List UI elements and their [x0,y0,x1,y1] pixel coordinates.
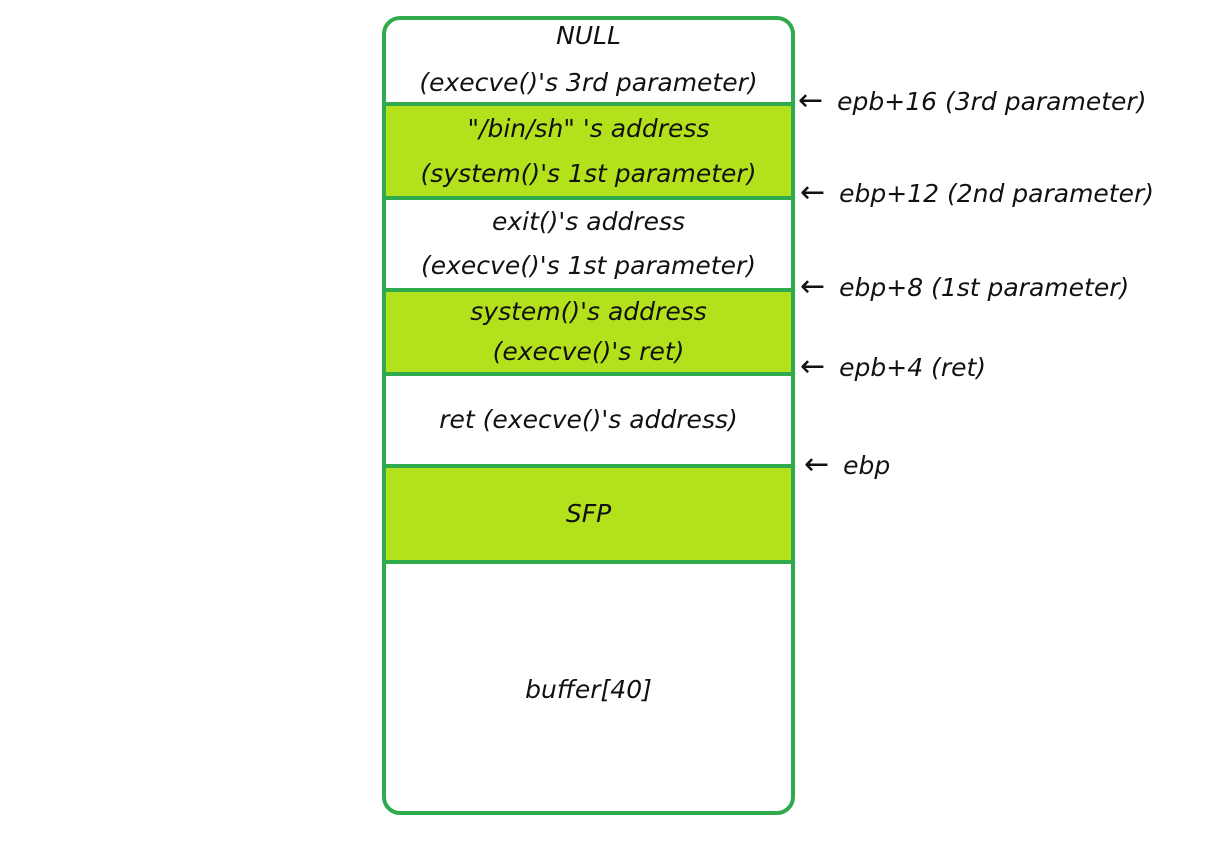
cell-text: NULL [556,21,621,50]
pointer-label: epb+16 (3rd parameter) [837,86,1147,116]
stack-cell-null: NULL (execve()'s 3rd parameter) [386,20,791,106]
cell-text: (execve()'s ret) [492,337,685,367]
stack-frame: NULL (execve()'s 3rd parameter) "/bin/sh… [382,16,795,815]
stack-cell-buffer: buffer[40] [386,564,791,811]
stack-cell-sfp: SFP [386,468,791,564]
pointer-ebp-12: ← ebp+12 (2nd parameter) [800,178,1154,208]
cell-text: (system()'s 1st parameter) [420,158,757,188]
pointer-ebp-8: ← ebp+8 (1st parameter) [800,272,1129,302]
pointer-label: ebp [843,450,891,480]
pointer-label: ebp+12 (2nd parameter) [839,178,1155,208]
stack-cell-exit-address: exit()'s address (execve()'s 1st paramet… [386,200,791,292]
stack-cell-ret: ret (execve()'s address) [386,376,791,468]
cell-text: (execve()'s 3rd parameter) [419,67,758,97]
pointer-epb-4: ← epb+4 (ret) [800,352,986,382]
cell-text: exit()'s address [491,207,686,237]
pointer-ebp: ← ebp [804,450,890,480]
cell-text: (execve()'s 1st parameter) [421,251,756,281]
left-arrow-icon: ← [800,349,826,384]
left-arrow-icon: ← [800,175,826,210]
stack-cell-system-address: system()'s address (execve()'s ret) [386,292,791,376]
left-arrow-icon: ← [800,269,826,304]
cell-text: system()'s address [470,297,707,327]
cell-text: buffer[40] [525,674,652,704]
cell-text: ret (execve()'s address) [439,405,738,435]
left-arrow-icon: ← [804,447,830,482]
pointer-epb-16: ← epb+16 (3rd parameter) [798,86,1146,116]
stack-cell-binsh-address: "/bin/sh" 's address (system()'s 1st par… [386,106,791,200]
left-arrow-icon: ← [798,83,824,118]
pointer-label: ebp+8 (1st parameter) [839,272,1130,302]
pointer-label: epb+4 (ret) [839,352,987,382]
cell-text: SFP [565,499,612,529]
cell-text: "/bin/sh" 's address [467,113,710,143]
